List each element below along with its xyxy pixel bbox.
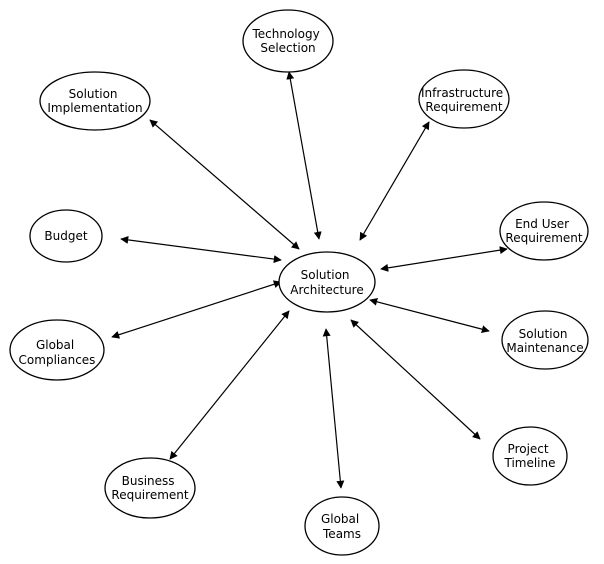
connector-infrastructure-requirement	[359, 121, 430, 241]
node-label-line: Global	[321, 512, 359, 526]
node-ellipse	[9, 319, 105, 381]
node-label-line: Teams	[322, 527, 361, 541]
connector-business-requirement	[169, 310, 290, 460]
node-label-line: Project	[508, 442, 549, 456]
node-label-line: Infrastructure	[421, 86, 503, 100]
node-label-line: Timeline	[503, 456, 555, 470]
node-label-line: Global	[36, 338, 74, 352]
center-label-line: Architecture	[290, 283, 363, 297]
node-label-line: Technology	[251, 27, 319, 41]
connector-project-timeline	[350, 319, 481, 440]
svg-text:Technology Selection: Technology Selection	[251, 27, 323, 55]
node-business-requirement: Business Requirement	[104, 457, 196, 519]
node-ellipse	[242, 9, 334, 73]
connector-budget	[120, 235, 282, 264]
svg-text:End User Requirement: End User Requirement	[505, 217, 582, 245]
node-budget: Budget	[29, 209, 103, 263]
node-ellipse	[304, 496, 380, 556]
svg-text:Solution Implementation: Solution Implementation	[47, 87, 142, 115]
node-ellipse	[492, 426, 568, 486]
connector-solution-implementation	[149, 119, 300, 250]
svg-text:Infrastructure Requireme: Infrastructure Requirement	[421, 86, 507, 114]
node-solution-architecture: Solution Architecture	[278, 251, 376, 313]
node-label-line: Solution	[519, 327, 568, 341]
node-ellipse	[104, 457, 196, 519]
svg-text:Global Teams: Global Teams	[321, 512, 363, 541]
node-label-line: Requirement	[505, 231, 582, 245]
svg-text:Solution Architecture: Solution Architecture	[290, 268, 363, 297]
svg-text:Business Requirement: Business Requirement	[111, 474, 188, 502]
node-ellipse	[501, 310, 589, 370]
connector-global-teams	[322, 328, 345, 489]
node-label-line: Solution	[69, 87, 118, 101]
node-end-user-requirement: End User Requirement	[499, 201, 589, 261]
node-label-line: Requirement	[425, 100, 502, 114]
node-technology-selection: Technology Selection	[242, 9, 334, 73]
node-label-line: Implementation	[47, 101, 142, 115]
node-label-line: Maintenance	[506, 341, 583, 355]
node-ellipse	[499, 201, 589, 261]
svg-text:Project Timeline: Project Timeline	[503, 442, 555, 470]
node-label-line: End User	[515, 217, 569, 231]
node-solution-maintenance: Solution Maintenance	[501, 310, 589, 370]
node-infrastructure-requirement: Infrastructure Requirement	[418, 69, 510, 129]
node-project-timeline: Project Timeline	[492, 426, 568, 486]
node-label-line: Requirement	[111, 488, 188, 502]
connector-end-user-requirement	[380, 246, 508, 272]
node-ellipse	[418, 69, 510, 129]
center-label-line: Solution	[301, 268, 350, 282]
node-ellipse-center	[278, 251, 376, 313]
node-ellipse	[29, 209, 103, 263]
node-solution-implementation: Solution Implementation	[39, 71, 151, 131]
node-label-line: Budget	[44, 229, 87, 243]
node-global-teams: Global Teams	[304, 496, 380, 556]
svg-text:Solution Maintenance: Solution Maintenance	[506, 327, 583, 355]
connector-solution-maintenance	[369, 297, 490, 334]
node-label-line: Selection	[260, 41, 315, 55]
connector-layer	[111, 71, 508, 489]
svg-text:Global Compliances: Global Compliances	[19, 338, 96, 367]
connector-global-compliances	[111, 280, 282, 339]
node-label-line: Business	[122, 474, 175, 488]
svg-text:Budget: Budget	[44, 229, 87, 243]
node-ellipse	[39, 71, 151, 131]
node-global-compliances: Global Compliances	[9, 319, 105, 381]
node-label-line: Compliances	[19, 353, 96, 367]
connector-technology-selection	[286, 71, 322, 240]
